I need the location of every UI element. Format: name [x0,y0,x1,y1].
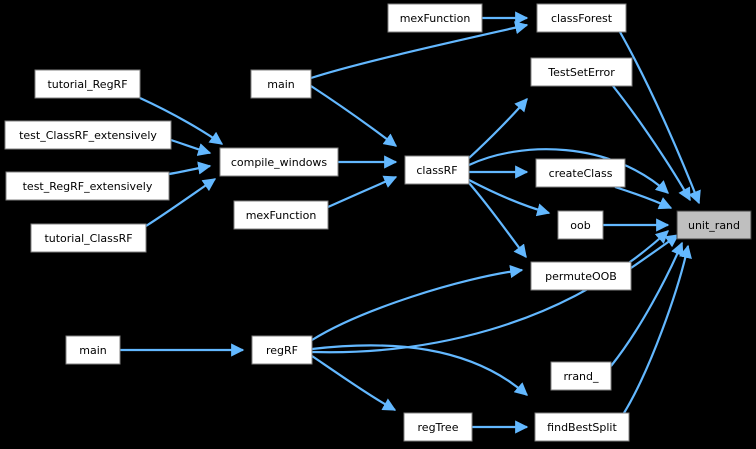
call-edge [614,185,673,210]
node-label: main [79,344,107,357]
graph-node-permuteOOB[interactable]: permuteOOB [530,261,632,291]
node-box[interactable] [219,147,339,177]
node-label: rrand_ [563,370,599,383]
call-edge [139,96,224,145]
node-box[interactable] [30,223,147,253]
call-edge [310,85,398,147]
node-label: compile_windows [231,156,328,169]
node-label: classForest [551,12,613,25]
node-label: mexFunction [246,209,317,222]
call-edge [145,178,217,227]
graph-node-classRF[interactable]: classRF [404,155,470,185]
graph-node-unit_rand[interactable]: unit_rand [676,210,752,240]
call-edge [623,244,692,414]
node-label: classRF [416,164,457,177]
node-box[interactable] [535,158,626,188]
call-edge [327,175,398,209]
node-label: test_RegRF_extensively [23,180,153,193]
node-label: regRF [266,344,298,357]
graph-node-main_bottom[interactable]: main [65,335,121,365]
node-box[interactable] [233,200,329,230]
node-box[interactable] [5,171,170,201]
graph-node-test_ClassRF_extensively[interactable]: test_ClassRF_extensively [4,120,172,150]
node-box[interactable] [250,69,312,99]
node-label: unit_rand [688,219,740,232]
node-box[interactable] [4,120,172,150]
node-box[interactable] [557,210,604,240]
graph-node-test_RegRF_extensively[interactable]: test_RegRF_extensively [5,171,170,201]
edges-layer [120,11,701,434]
graph-node-mexFunction_mid[interactable]: mexFunction [233,200,329,230]
call-edge [311,344,528,396]
call-edge [612,85,691,202]
graph-node-createClass[interactable]: createClass [535,158,626,188]
graph-node-regRF[interactable]: regRF [251,335,313,365]
graph-node-oob[interactable]: oob [557,210,604,240]
graph-node-mexFunction_top[interactable]: mexFunction [387,3,483,33]
call-edge [310,21,529,80]
node-label: regTree [418,421,459,434]
graph-node-rrand_[interactable]: rrand_ [550,361,612,391]
call-edge [170,138,212,156]
graph-node-compile_windows[interactable]: compile_windows [219,147,339,177]
call-edge [468,182,527,259]
node-box[interactable] [536,3,627,33]
call-edge [311,264,524,341]
node-box[interactable] [676,210,752,240]
node-box[interactable] [550,361,612,391]
node-box[interactable] [251,335,313,365]
node-label: mexFunction [400,12,471,25]
call-edge [468,179,551,217]
node-label: main [267,78,295,91]
node-box[interactable] [34,69,141,99]
node-box[interactable] [530,57,633,87]
call-edge [610,241,684,367]
node-box[interactable] [530,261,632,291]
node-box[interactable] [534,412,630,442]
node-label: tutorial_RegRF [47,78,127,91]
call-edge [468,148,669,194]
graph-node-main_top[interactable]: main [250,69,312,99]
graph-node-findBestSplit[interactable]: findBestSplit [534,412,630,442]
graph-node-regTree[interactable]: regTree [403,412,473,442]
node-label: createClass [549,167,613,180]
node-box[interactable] [403,412,473,442]
node-label: test_ClassRF_extensively [19,129,157,142]
node-label: permuteOOB [545,270,617,283]
call-edge [311,230,669,354]
graph-node-tutorial_ClassRF[interactable]: tutorial_ClassRF [30,223,147,253]
node-label: oob [570,219,590,232]
node-label: TestSetError [547,66,615,79]
graph-node-tutorial_RegRF[interactable]: tutorial_RegRF [34,69,141,99]
node-box[interactable] [387,3,483,33]
call-edge [619,31,701,205]
node-label: tutorial_ClassRF [44,232,132,245]
node-label: findBestSplit [547,421,617,434]
call-edge [630,234,680,269]
call-edge [468,97,528,159]
call-edge [311,355,397,411]
graph-node-classForest[interactable]: classForest [536,3,627,33]
graph-node-TestSetError[interactable]: TestSetError [530,57,633,87]
call-edge [168,161,212,176]
node-box[interactable] [65,335,121,365]
node-box[interactable] [404,155,470,185]
